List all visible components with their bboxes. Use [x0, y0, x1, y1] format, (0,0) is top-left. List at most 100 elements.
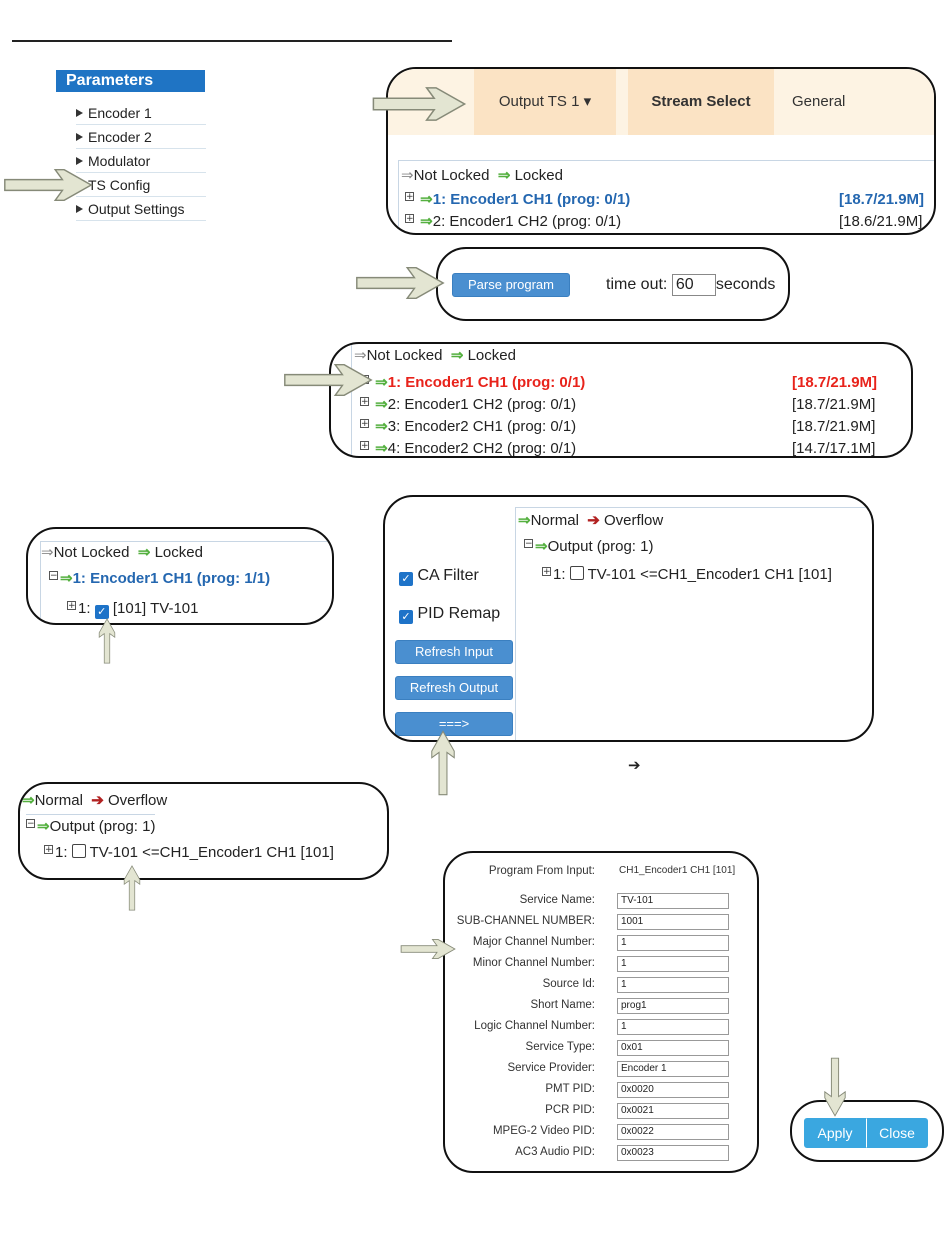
checkbox-checked[interactable]: ✓ — [399, 610, 413, 624]
expand-icon[interactable]: + — [542, 567, 551, 577]
output-tree: ⇒Normal ➔ Overflow −⇒Output (prog: 1) +1… — [20, 790, 387, 878]
tree-row[interactable]: −⇒1: Encoder1 CH1 (prog: 1/1) — [49, 568, 270, 590]
form-field-label: Service Name: — [519, 894, 595, 906]
green-arrow-icon: ⇒ — [37, 818, 50, 835]
menu-item-encoder-1[interactable]: Encoder 1 — [76, 102, 206, 125]
checkbox-checked[interactable]: ✓ — [94, 605, 109, 619]
pointer-arrow-right-icon — [0, 167, 96, 203]
actions-panel: Apply Close — [790, 1100, 944, 1162]
close-button[interactable]: Close — [866, 1118, 928, 1148]
form-field-input[interactable]: 0x0023 — [617, 1145, 729, 1161]
menu-item-modulator[interactable]: Modulator — [76, 150, 206, 173]
menu-item-label: Encoder 2 — [88, 129, 152, 145]
input-rate: [18.7/21.9M] — [792, 418, 876, 435]
program-row[interactable]: +1: TV-101 <=CH1_Encoder1 CH1 [101] — [542, 564, 832, 586]
ca-filter-row[interactable]: ✓ CA Filter — [399, 567, 479, 586]
form-field-input[interactable]: 0x0021 — [617, 1103, 729, 1119]
tree-row[interactable]: + ⇒1: Encoder1 CH1 (prog: 0/1) — [360, 372, 585, 394]
green-arrow-icon: ⇒ — [375, 440, 388, 457]
ca-filter-label: CA Filter — [417, 567, 479, 584]
triangle-right-icon — [76, 205, 83, 213]
pointer-arrow-down-icon — [817, 1057, 853, 1117]
form-label-row: Service Type: — [445, 1040, 595, 1056]
tab-bar: Output TS 1 ▾ Stream Select General — [388, 69, 934, 135]
form-field-label: SUB-CHANNEL NUMBER: — [456, 915, 595, 927]
collapse-icon[interactable]: − — [524, 539, 533, 549]
output-label: Output (prog: 1) — [547, 538, 654, 555]
tree-row[interactable]: −⇒Output (prog: 1) — [26, 814, 156, 838]
program-number: 1: — [55, 844, 68, 861]
tab-output-ts[interactable]: Output TS 1 ▾ — [474, 69, 616, 135]
parameters-header: Parameters — [56, 70, 205, 92]
legend-locked: Locked — [514, 167, 563, 184]
form-label-row: PMT PID: — [445, 1082, 595, 1098]
pointer-arrow-right-icon — [350, 265, 450, 301]
menu-item-encoder-2[interactable]: Encoder 2 — [76, 126, 206, 149]
green-arrow-icon: ⇒ — [450, 347, 464, 364]
expand-icon[interactable]: + — [360, 397, 369, 407]
form-label-row: MPEG-2 Video PID: — [445, 1124, 595, 1140]
tab-stream-select[interactable]: Stream Select — [628, 69, 774, 135]
tree-row[interactable]: + ⇒3: Encoder2 CH1 (prog: 0/1) — [360, 416, 576, 438]
refresh-input-button[interactable]: Refresh Input — [395, 640, 513, 664]
input-tree: ⇒Not Locked ⇒ Locked + ⇒1: Encoder1 CH1 … — [398, 160, 934, 233]
pid-remap-row[interactable]: ✓ PID Remap — [399, 605, 500, 624]
expand-icon[interactable]: + — [360, 441, 369, 451]
refresh-output-button[interactable]: Refresh Output — [395, 676, 513, 700]
tab-general[interactable]: General — [776, 69, 902, 135]
legend-normal: Normal — [34, 792, 83, 809]
program-from-input-value: CH1_Encoder1 CH1 [101] — [619, 865, 736, 876]
program-row[interactable]: +1: TV-101 <=CH1_Encoder1 CH1 [101] — [44, 842, 334, 864]
expand-icon[interactable]: + — [405, 214, 414, 224]
pointer-arrow-right-icon — [400, 932, 456, 966]
seconds-label: seconds — [715, 276, 776, 293]
form-label-row: AC3 Audio PID: — [445, 1145, 595, 1161]
checkbox-unchecked[interactable] — [71, 844, 86, 858]
menu-item-output-settings[interactable]: Output Settings — [76, 198, 206, 221]
form-field-input[interactable]: 0x0020 — [617, 1082, 729, 1098]
form-field-input[interactable]: 0x01 — [617, 1040, 729, 1056]
move-to-output-button[interactable]: ===> — [395, 712, 513, 736]
tree-row[interactable]: + ⇒4: Encoder2 CH2 (prog: 0/1) — [360, 438, 576, 457]
form-label-row: Service Name: — [445, 893, 595, 909]
input-rate: [18.7/21.9M] — [792, 396, 876, 413]
form-label-row: Service Provider: — [445, 1061, 595, 1077]
legend-not-locked: Not Locked — [366, 347, 443, 364]
form-field-input[interactable]: 1 — [617, 977, 729, 993]
apply-button[interactable]: Apply — [804, 1118, 866, 1148]
tree-row[interactable]: + ⇒1: Encoder1 CH1 (prog: 0/1) — [405, 189, 630, 211]
tab-output-ts-label: Output TS 1 — [498, 93, 580, 110]
input-tree: ⇒Not Locked ⇒ Locked + ⇒1: Encoder1 CH1 … — [351, 344, 892, 457]
checkbox-unchecked[interactable] — [569, 566, 584, 580]
form-field-input[interactable]: 1001 — [617, 914, 729, 930]
expand-icon[interactable]: + — [405, 192, 414, 202]
tab-stream-select-label: Stream Select — [651, 93, 751, 110]
form-field-label: Service Provider: — [507, 1062, 595, 1074]
expand-icon[interactable]: + — [44, 845, 53, 855]
parse-program-button[interactable]: Parse program — [452, 273, 570, 297]
menu-item-label: Output Settings — [88, 201, 185, 217]
tree-row[interactable]: + ⇒2: Encoder1 CH2 (prog: 0/1) — [405, 211, 621, 233]
timeout-input[interactable]: 60 — [671, 273, 716, 296]
form-field-input[interactable]: 1 — [617, 956, 729, 972]
legend: ⇒Not Locked ⇒ Locked — [354, 345, 516, 367]
form-field-input[interactable]: 1 — [617, 935, 729, 951]
green-arrow-icon: ⇒ — [420, 191, 433, 208]
form-field-input[interactable]: TV-101 — [617, 893, 729, 909]
form-field-input[interactable]: prog1 — [617, 998, 729, 1014]
form-field-label: Major Channel Number: — [472, 936, 595, 948]
collapse-icon[interactable]: − — [26, 819, 35, 829]
tree-row[interactable]: −⇒Output (prog: 1) — [524, 536, 653, 558]
program-row[interactable]: +1: ✓ [101] TV-101 — [67, 598, 198, 620]
input-rate: [14.7/17.1M] — [792, 440, 876, 457]
pid-remap-label: PID Remap — [417, 605, 501, 622]
expand-icon[interactable]: + — [360, 419, 369, 429]
form-field-input[interactable]: 0x0022 — [617, 1124, 729, 1140]
expand-icon[interactable]: + — [67, 601, 76, 611]
checkbox-checked[interactable]: ✓ — [399, 572, 413, 586]
form-field-input[interactable]: 1 — [617, 1019, 729, 1035]
tree-row[interactable]: + ⇒2: Encoder1 CH2 (prog: 0/1) — [360, 394, 576, 416]
caret-down-icon: ▾ — [579, 93, 592, 110]
form-field-input[interactable]: Encoder 1 — [617, 1061, 729, 1077]
collapse-icon[interactable]: − — [49, 571, 58, 581]
